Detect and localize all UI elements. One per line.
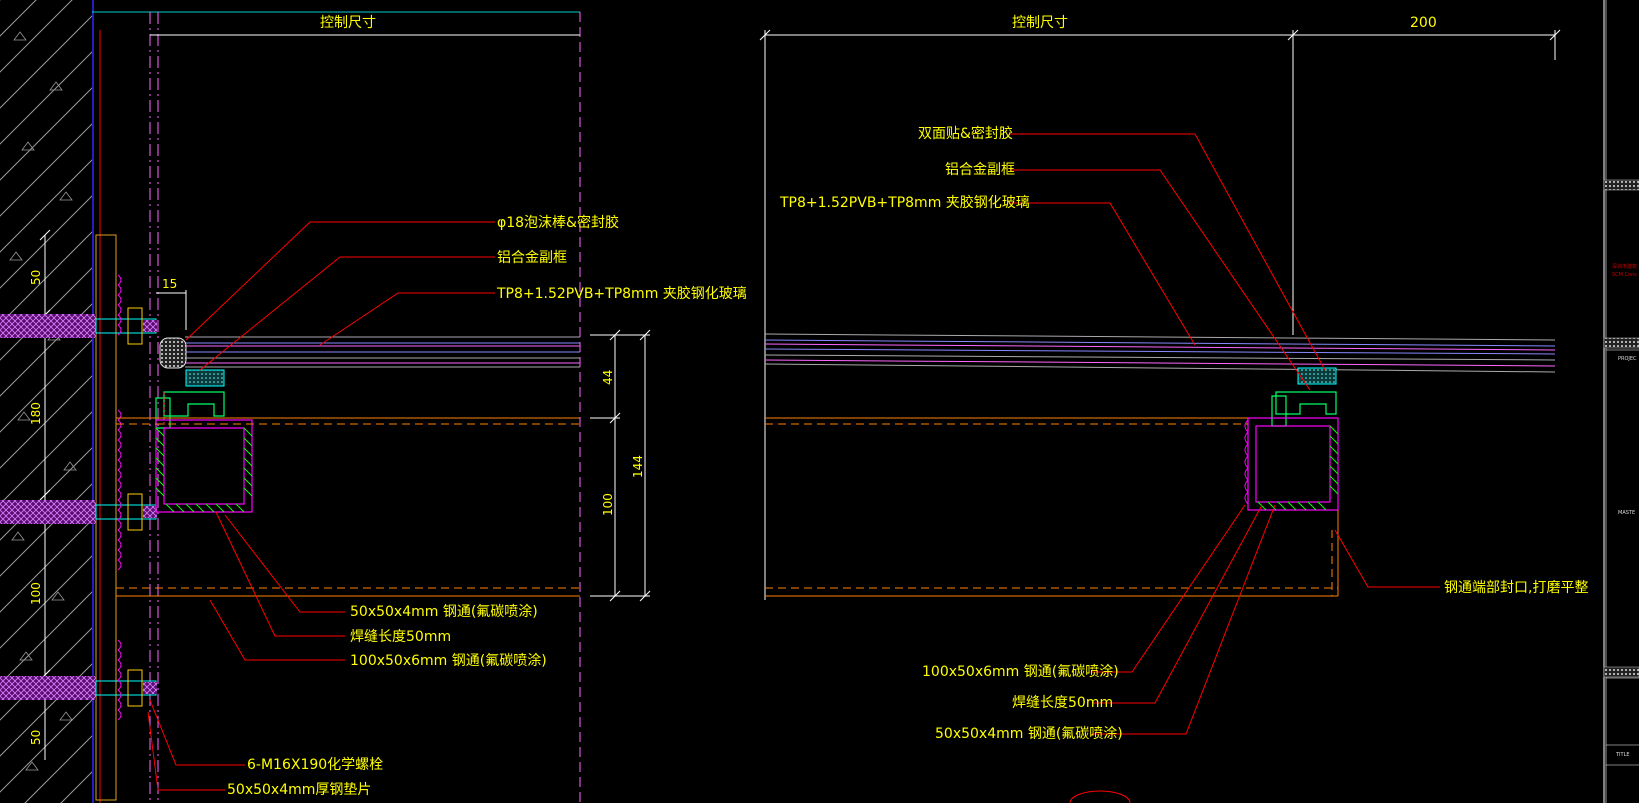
dim-200: 200 [1410,15,1437,31]
steel-tube-50x50-right [1244,417,1339,511]
concrete-wall [0,0,92,803]
callout-beam-right: 100x50x6mm 钢通(氟碳喷涂) [922,664,1119,680]
anchor-bolt-3 [0,669,157,707]
glass-panel-right [764,333,1556,373]
callout-tube-right: 50x50x4mm 钢通(氟碳喷涂) [935,726,1123,742]
callout-subframe: 铝合金副框 [497,250,567,266]
title-block-master: MASTE [1618,510,1635,516]
callout-weld: 焊缝长度50mm [350,629,451,645]
callout-sealant-right: 双面贴&密封胶 [918,125,1013,142]
callout-weld-right: 焊缝长度50mm [1012,695,1113,711]
steel-beam-100x50-left [116,417,580,597]
dim-100: 100 [601,493,615,516]
callout-glass: TP8+1.52PVB+TP8mm 夹胶钢化玻璃 [496,285,747,302]
top-dimension-right: 控制尺寸 [1012,15,1068,31]
steel-beam-100x50-right [765,417,1339,597]
steel-tube-50x50-left [155,419,253,513]
title-block-project: PROJEC [1618,356,1637,362]
foam-rod [159,337,187,369]
left-detail: 50 180 100 50 [0,0,747,803]
right-leaders [1010,133,1440,735]
detail-circle [1069,790,1131,803]
aluminium-subframe-left [155,369,225,432]
anchor-bolt-1 [0,307,157,345]
callout-end-seal: 钢通端部封口,打磨平整 [1444,579,1588,596]
callout-foam-rod: φ18泡沫棒&密封胶 [497,214,619,231]
right-detail: 控制尺寸 200 [759,15,1588,803]
embed-plate [95,234,117,801]
wall-dim-50b: 50 [29,730,43,745]
aluminium-subframe-right [1271,367,1337,427]
anchor-bolt-2 [0,493,157,531]
title-block-company-en: SCM Cons [1612,272,1637,278]
glass-panel-left [185,336,580,368]
callout-glass-right: TP8+1.52PVB+TP8mm 夹胶钢化玻璃 [779,194,1030,211]
callout-beam-100x50: 100x50x6mm 钢通(氟碳喷涂) [350,653,547,669]
dim-44: 44 [601,370,615,385]
wall-dim-100: 100 [29,582,43,605]
dim-144: 144 [631,455,645,478]
dim-15: 15 [162,277,177,291]
title-block-company: 深圳市建筑 [1612,263,1637,270]
title-block: 深圳市建筑 SCM Cons PROJEC MASTE TITLE [1603,0,1639,803]
callout-anchor-bolt: 6-M16X190化学螺栓 [247,757,383,773]
top-dimension-left: 控制尺寸 [320,15,376,31]
callout-shim-plate: 50x50x4mm厚钢垫片 [227,782,371,798]
right-dimensions-left [590,329,651,602]
title-block-title: TITLE [1615,752,1630,758]
callout-tube-50x50: 50x50x4mm 钢通(氟碳喷涂) [350,604,538,620]
callout-subframe-right: 铝合金副框 [945,162,1015,178]
wall-dim-180: 180 [29,402,43,425]
wall-dim-50a: 50 [29,270,43,285]
weld-beads [117,274,122,721]
left-leaders [147,221,495,791]
